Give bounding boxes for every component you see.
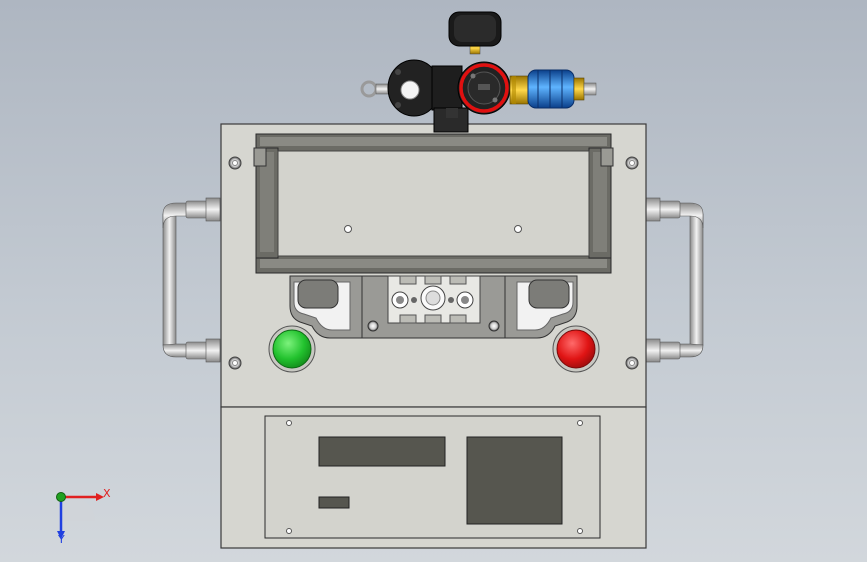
left-handle xyxy=(162,197,221,363)
y-axis-label: Y xyxy=(57,533,65,546)
orientation-triad: X Y xyxy=(56,487,111,546)
pressure-gauge xyxy=(448,11,502,55)
pneumatic-regulator-assembly xyxy=(360,59,597,133)
meter-window xyxy=(466,436,563,525)
cover-screws xyxy=(286,420,583,534)
switch-slot xyxy=(318,496,350,509)
start-button[interactable] xyxy=(268,325,316,373)
right-handle xyxy=(645,197,704,363)
display-window xyxy=(318,436,446,467)
clamp-frame xyxy=(253,133,614,274)
panel-screws xyxy=(228,156,639,370)
x-axis-label: X xyxy=(103,487,111,500)
fixture-base xyxy=(289,275,578,339)
stop-button[interactable] xyxy=(552,325,600,373)
